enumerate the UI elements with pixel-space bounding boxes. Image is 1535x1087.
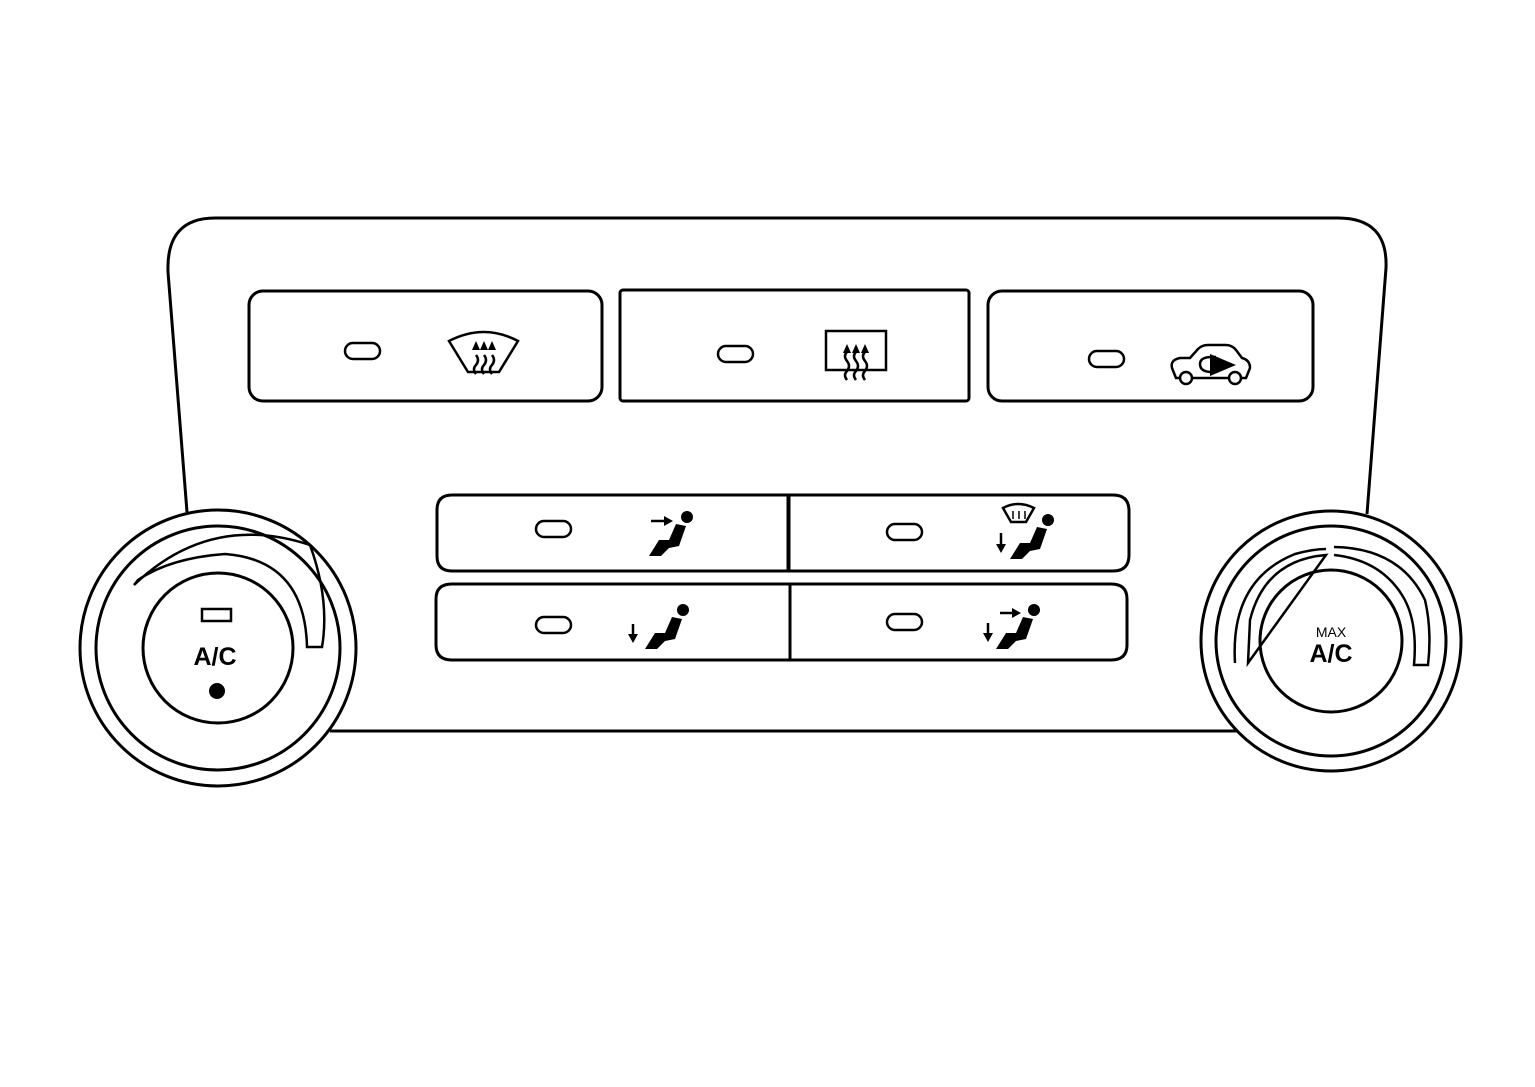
indicator-light-icon [534,615,573,635]
indicator-light-icon [343,341,382,361]
panel-body [166,216,1388,515]
rear-defrost-icon [824,329,888,381]
temperature-arc-icon [1233,545,1431,668]
right-dial-label-top: MAX [1316,624,1347,640]
defrost-floor-button[interactable] [786,493,1131,573]
indicator-light-icon [885,522,924,542]
face-floor-vent-icon [983,604,1040,649]
left-dial-label: A/C [193,643,236,671]
rear-defrost-button[interactable] [618,288,971,403]
recirculation-icon [1170,343,1252,386]
defrost-floor-icon [996,502,1054,559]
right-dial-label-main: A/C [1309,640,1352,668]
indicator-light-icon [885,612,924,632]
indicator-light-icon [716,344,755,364]
windshield-defrost-button[interactable] [247,289,604,403]
dot-icon [209,683,225,699]
indicator-light-icon [200,607,233,623]
windshield-defrost-icon [447,330,520,375]
floor-vent-icon [628,604,689,649]
indicator-light-icon [534,519,573,539]
left-temperature-dial[interactable]: A/C [78,508,358,788]
recirculation-button[interactable] [986,289,1315,403]
face-vent-icon [649,511,693,556]
floor-vent-button[interactable] [434,582,790,662]
temperature-arc-icon [133,533,326,649]
face-vent-button[interactable] [435,493,788,573]
right-temperature-dial[interactable]: MAX A/C [1199,509,1463,773]
indicator-light-icon [1087,349,1126,369]
face-floor-vent-button[interactable] [788,582,1129,662]
